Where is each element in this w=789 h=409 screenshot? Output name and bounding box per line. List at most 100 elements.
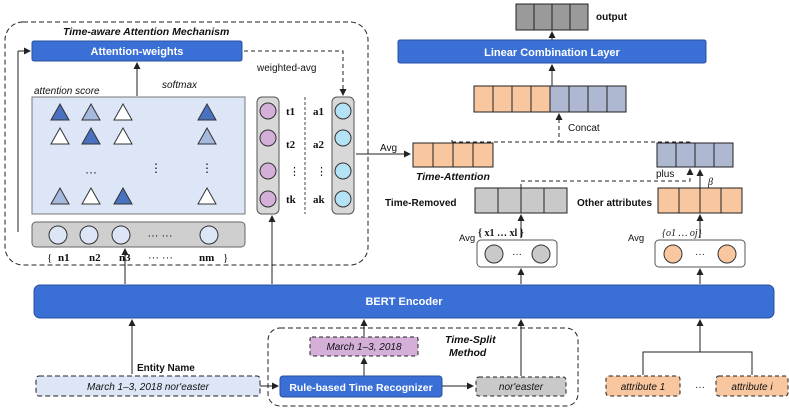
entity-node xyxy=(111,225,131,245)
combined-other-vector xyxy=(656,142,734,168)
time-node xyxy=(259,102,277,120)
x-token-node xyxy=(484,244,504,264)
time-node xyxy=(259,129,277,147)
plus-arrow xyxy=(520,168,694,188)
score-triangle xyxy=(81,126,101,145)
matrix-vdots: ⋮ xyxy=(150,161,162,175)
score-triangle xyxy=(197,102,217,121)
linear-layer-label: Linear Combination Layer xyxy=(484,47,620,59)
linear-combination-layer xyxy=(397,39,707,64)
attended-node xyxy=(334,102,352,120)
date-chip xyxy=(309,336,419,357)
concat-vector xyxy=(473,85,627,113)
output-vector xyxy=(515,3,589,31)
attribute-dots: ··· xyxy=(695,382,705,393)
date-chip-label: March 1–3, 2018 xyxy=(326,342,401,353)
time-split-title-1: Time-Split xyxy=(445,334,496,346)
a-label-k: ak xyxy=(313,194,326,206)
attribute-i-chip xyxy=(715,375,789,397)
t-label-2: t2 xyxy=(286,139,296,151)
x-group-dots: ··· xyxy=(512,249,522,260)
time-attention-vector xyxy=(412,142,494,168)
attribute-i-label: attribute i xyxy=(731,382,773,393)
time-removed-vector xyxy=(474,187,568,214)
bert-encoder-label: BERT Encoder xyxy=(365,296,443,308)
score-triangle xyxy=(50,126,70,145)
concat-merge-left xyxy=(452,113,563,143)
time-embedding-column xyxy=(256,96,280,215)
t-label-1: t1 xyxy=(286,106,295,118)
time-attention-label: Time-Attention xyxy=(416,171,490,183)
noreaster-chip xyxy=(475,376,567,397)
x-token-node xyxy=(531,244,551,264)
x-set-label: { x1 … xl } xyxy=(478,228,524,239)
time-node xyxy=(259,190,277,208)
score-triangle xyxy=(197,126,217,145)
concat-label: Concat xyxy=(568,123,600,134)
entity-name-label: Entity Name xyxy=(137,363,195,374)
score-triangle xyxy=(113,102,133,121)
o-token-node xyxy=(717,244,737,264)
a-label-dots: ⋮ xyxy=(316,166,327,178)
attention-triangles: ··· ⋮ ⋮ xyxy=(50,102,217,205)
attended-node xyxy=(334,129,352,147)
avg-x-label: Avg xyxy=(459,233,475,244)
attribute-1-label: attribute 1 xyxy=(621,382,665,393)
output-label: output xyxy=(596,12,628,23)
attention-weights-label: Attention-weights xyxy=(91,46,184,58)
n-label-m: nm xyxy=(199,252,214,264)
o-set-label: {o1 … oj} xyxy=(662,228,702,239)
score-triangle xyxy=(50,186,70,205)
attended-node xyxy=(334,190,352,208)
softmax-label: softmax xyxy=(162,80,198,91)
n-label-dots: ··· ··· xyxy=(148,252,173,264)
score-triangle xyxy=(81,186,101,205)
avg-label-top: Avg xyxy=(380,143,397,154)
attended-node xyxy=(334,162,352,180)
entity-node xyxy=(79,225,99,245)
entity-node xyxy=(199,225,219,245)
a-label-1: a1 xyxy=(313,106,324,118)
other-attributes-label: Other attributes xyxy=(577,198,652,209)
time-split-title-2: Method xyxy=(449,347,487,359)
attribute-1-chip xyxy=(605,375,681,397)
plus-label: plus xyxy=(656,169,674,180)
entity-name-input xyxy=(35,375,261,397)
attention-score-label: attention score xyxy=(34,86,100,97)
score-triangle xyxy=(81,102,101,121)
entity-name-value: March 1–3, 2018 nor'easter xyxy=(87,382,210,393)
n-lbrace: { xyxy=(47,252,52,264)
tam-title: Time-aware Attention Mechanism xyxy=(63,26,229,38)
t-label-dots: ⋮ xyxy=(289,166,300,178)
matrix-hdots: ··· xyxy=(85,165,97,179)
n-label-2: n2 xyxy=(89,252,101,264)
recognizer-label: Rule-based Time Recognizer xyxy=(289,382,432,394)
weighted-avg-arrow xyxy=(244,50,347,96)
other-attributes-vector xyxy=(657,187,743,214)
bert-encoder xyxy=(33,284,775,319)
time-split-panel xyxy=(267,327,579,407)
noreaster-label: nor'easter xyxy=(499,382,544,393)
o-token-node xyxy=(663,244,683,264)
n-rbrace: } xyxy=(223,252,228,264)
attribute-merge-line xyxy=(642,351,753,375)
o-group-dots: ··· xyxy=(695,249,705,260)
avg-o-label: Avg xyxy=(628,233,644,244)
a-label-2: a2 xyxy=(313,139,325,151)
t-label-k: tk xyxy=(286,194,297,206)
attended-vector-column xyxy=(331,96,355,215)
score-triangle xyxy=(113,126,133,145)
n-label-1: n1 xyxy=(58,252,70,264)
matrix-vdots: ⋮ xyxy=(201,161,213,175)
attention-weights-box xyxy=(31,40,243,62)
score-triangle xyxy=(113,186,133,205)
score-triangle xyxy=(50,102,70,121)
weighted-avg-label: weighted-avg xyxy=(256,63,316,74)
beta-label: β xyxy=(707,177,713,188)
entity-node xyxy=(48,225,68,245)
score-triangle xyxy=(197,186,217,205)
time-removed-label: Time-Removed xyxy=(385,198,457,209)
time-node xyxy=(259,162,277,180)
entity-row-dots: ··· ··· xyxy=(147,230,172,242)
